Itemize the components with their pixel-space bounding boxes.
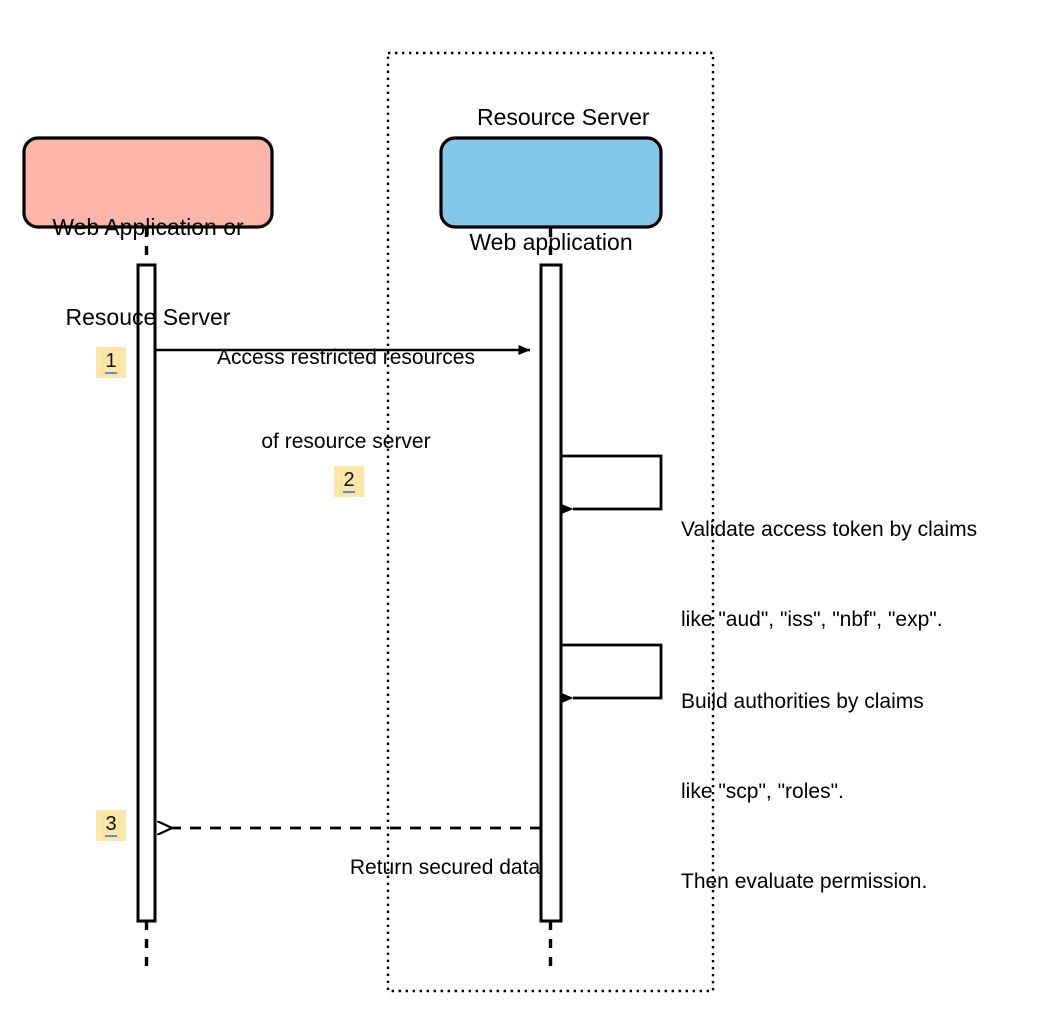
- note-build-authorities-line1: Build authorities by claims: [681, 690, 924, 713]
- step-badge-1[interactable]: 1: [96, 347, 126, 378]
- activation-bar-client: [136, 263, 157, 923]
- step-badge-3[interactable]: 3: [96, 810, 126, 841]
- participant-label-client-line1: Web Application or: [52, 214, 244, 240]
- group-frame-label: Resource Server: [388, 74, 713, 160]
- step-badge-3-number: 3: [105, 813, 117, 837]
- note-validate-token-line1: Validate access token by claims: [681, 518, 978, 541]
- activation-bar-server: [539, 263, 563, 923]
- participant-label-server-line1: Web application: [469, 229, 633, 255]
- step-badge-2[interactable]: 2: [334, 466, 364, 497]
- participant-box-client[interactable]: [22, 136, 274, 229]
- message-label-1-line2: of resource server: [261, 430, 431, 453]
- message-label-1-line1: Access restricted resources: [217, 346, 475, 369]
- group-frame-label-text: Resource Server: [476, 103, 650, 130]
- step-badge-1-number: 1: [105, 350, 117, 374]
- participant-label-client-line2: Resouce Server: [65, 304, 231, 330]
- participant-label-server: Web application: [441, 167, 661, 317]
- message-label-return: Return secured data: [183, 798, 707, 938]
- step-badge-2-number: 2: [343, 469, 355, 493]
- note-validate-token-line2: like "aud", "iss", "nbf", "exp".: [681, 608, 943, 631]
- message-label-return-line1: Return secured data: [349, 856, 541, 879]
- step-badge-2-inner: 2: [341, 469, 357, 494]
- participant-label-client: Web Application or Resouce Server: [24, 152, 272, 392]
- group-frame-resource-server: [386, 51, 715, 993]
- note-build-authorities-line3: Then evaluate permission.: [681, 870, 928, 893]
- self-message-arrow-2: [561, 454, 663, 514]
- step-badge-1-inner: 1: [103, 350, 119, 375]
- self-message-arrow-3: [561, 643, 663, 703]
- note-build-authorities-line2: like "scp", "roles".: [681, 780, 844, 803]
- message-label-1: Access restricted resources of resource …: [186, 288, 506, 512]
- note-build-authorities: Build authorities by claims like "scp", …: [681, 627, 1041, 957]
- note-validate-token: Validate access token by claims like "au…: [681, 455, 1041, 695]
- participant-box-server[interactable]: [439, 136, 663, 229]
- step-badge-3-inner: 3: [103, 813, 119, 838]
